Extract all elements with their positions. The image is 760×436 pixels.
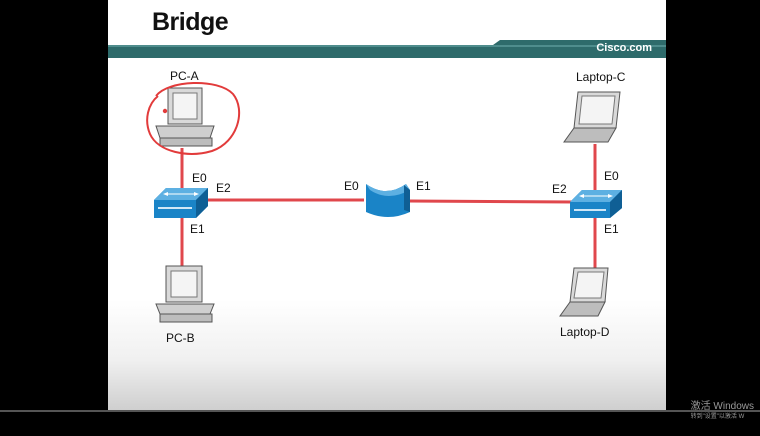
link-bridge-switch xyxy=(407,199,575,204)
label-laptop-c: Laptop-C xyxy=(576,70,626,84)
video-progress-line[interactable] xyxy=(0,410,760,412)
port-left-e1: E1 xyxy=(190,222,205,236)
right-switch xyxy=(570,190,622,218)
label-laptop-d: Laptop-D xyxy=(560,325,610,339)
pc-b-computer xyxy=(155,265,215,323)
annotation-circle xyxy=(146,82,241,155)
label-pc-a: PC-A xyxy=(170,69,199,83)
port-right-e0: E0 xyxy=(604,169,619,183)
brand-label: Cisco.com xyxy=(596,42,652,54)
annotation-dot xyxy=(162,108,168,114)
label-pc-b: PC-B xyxy=(166,331,195,345)
bridge-device xyxy=(366,184,410,217)
left-switch xyxy=(154,188,208,218)
activation-watermark: 激活 Windows 转到"设置"以激活 W xyxy=(691,401,754,423)
title-bar xyxy=(108,40,666,58)
slide: Bridge Cisco.com xyxy=(108,0,666,410)
port-bridge-e0: E0 xyxy=(344,179,359,193)
laptop-d xyxy=(559,267,609,317)
network-diagram: PC-A PC-B Laptop-C Laptop-D E0 E2 E1 E0 … xyxy=(146,69,626,345)
watermark-line2: 转到"设置"以激活 W xyxy=(690,414,745,420)
watermark-line1: 激活 Windows xyxy=(690,401,754,412)
port-left-e0: E0 xyxy=(192,171,207,185)
port-left-e2: E2 xyxy=(216,181,231,195)
laptop-c xyxy=(563,91,621,143)
port-right-e2: E2 xyxy=(552,182,567,196)
port-bridge-e1: E1 xyxy=(416,179,431,193)
pc-a-computer xyxy=(155,87,215,147)
port-right-e1: E1 xyxy=(604,222,619,236)
slide-title: Bridge xyxy=(152,8,229,36)
